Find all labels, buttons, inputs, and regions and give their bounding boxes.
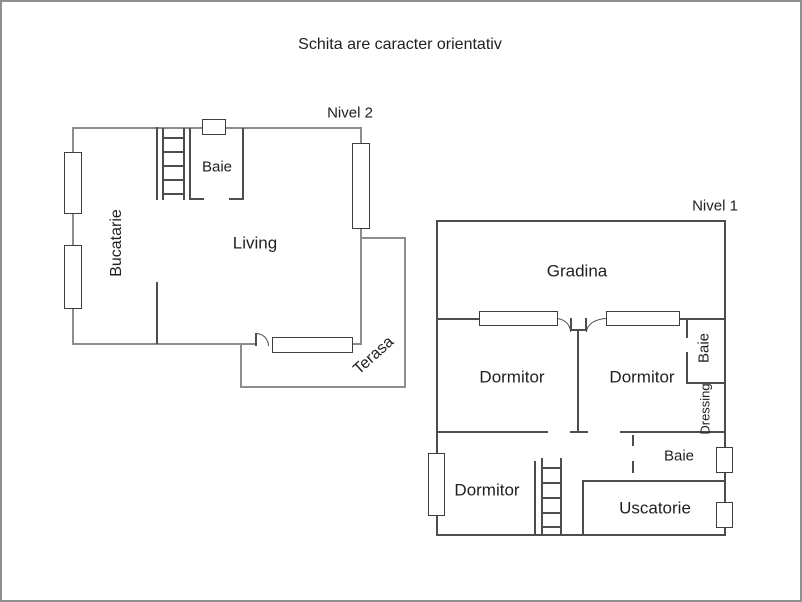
room-label-baie-top: Baie (695, 332, 713, 364)
wall-segment (72, 343, 256, 345)
window-marker (64, 245, 82, 309)
window-marker (479, 311, 558, 326)
window-marker (272, 337, 353, 353)
wall-segment (582, 480, 584, 536)
wall-segment (156, 127, 158, 200)
stair-rung (162, 165, 185, 167)
room-label-dormitor-right: Dormitor (609, 367, 675, 387)
wall-segment (570, 318, 572, 331)
room-label-gradina: Gradina (546, 261, 608, 281)
room-label-baie-bottom: Baie (663, 447, 695, 465)
terasa-wall (240, 345, 242, 388)
wall-segment (686, 382, 726, 384)
wall-segment (585, 318, 587, 331)
window-marker (202, 119, 226, 135)
stair-rung (162, 151, 185, 153)
terasa-wall (240, 386, 406, 388)
stair-rung (541, 526, 562, 528)
wall-segment (352, 343, 362, 345)
stair-rung (162, 193, 185, 195)
wall-segment (229, 198, 244, 200)
room-label-dressing: Dressing (697, 383, 713, 435)
wall-segment (577, 329, 579, 433)
stair-rung (541, 482, 562, 484)
wall-segment (534, 461, 536, 536)
wall-segment (686, 352, 688, 384)
window-marker (64, 152, 82, 214)
wall-segment (686, 318, 688, 338)
window-marker (716, 502, 733, 528)
stair-rung (541, 512, 562, 514)
wall-segment (189, 128, 191, 200)
wall-segment (360, 127, 362, 345)
wall-segment (436, 318, 480, 320)
stair-rail (162, 128, 164, 200)
room-label-dormitor-left: Dormitor (479, 367, 545, 387)
dashed-wall-segment (632, 435, 634, 446)
wall-segment (570, 431, 588, 433)
wall-segment (189, 198, 204, 200)
stair-rung (162, 179, 185, 181)
stair-rung (541, 497, 562, 499)
room-label-baie-n2: Baie (201, 158, 233, 176)
room-label-dormitor-bottom: Dormitor (454, 480, 520, 500)
wall-segment (436, 431, 548, 433)
wall-segment (724, 220, 726, 536)
wall-segment (582, 480, 726, 482)
dashed-wall-segment (632, 461, 634, 473)
wall-segment (679, 318, 726, 320)
stair-rail (560, 458, 562, 535)
stair-rail (183, 128, 185, 200)
window-marker (352, 143, 370, 229)
window-marker (716, 447, 733, 473)
stair-rung (162, 137, 185, 139)
room-label-uscatorie: Uscatorie (619, 498, 691, 518)
stair-rung (541, 467, 562, 469)
wall-segment (620, 431, 726, 433)
plan-title: Schita are caracter orientativ (298, 36, 502, 53)
window-marker (606, 311, 680, 326)
wall-segment (436, 220, 726, 222)
room-label-living: Living (232, 233, 278, 253)
nivel2-label: Nivel 2 (327, 104, 373, 122)
window-marker (428, 453, 445, 516)
room-label-bucatarie: Bucatarie (108, 209, 125, 277)
terasa-wall (362, 237, 406, 239)
wall-segment (436, 220, 438, 536)
wall-segment (242, 128, 244, 200)
wall-segment (156, 282, 158, 344)
wall-segment (72, 127, 74, 345)
stair-rail (541, 458, 543, 535)
terasa-wall (404, 237, 406, 388)
nivel1-label: Nivel 1 (692, 197, 738, 215)
wall-segment (436, 534, 726, 536)
